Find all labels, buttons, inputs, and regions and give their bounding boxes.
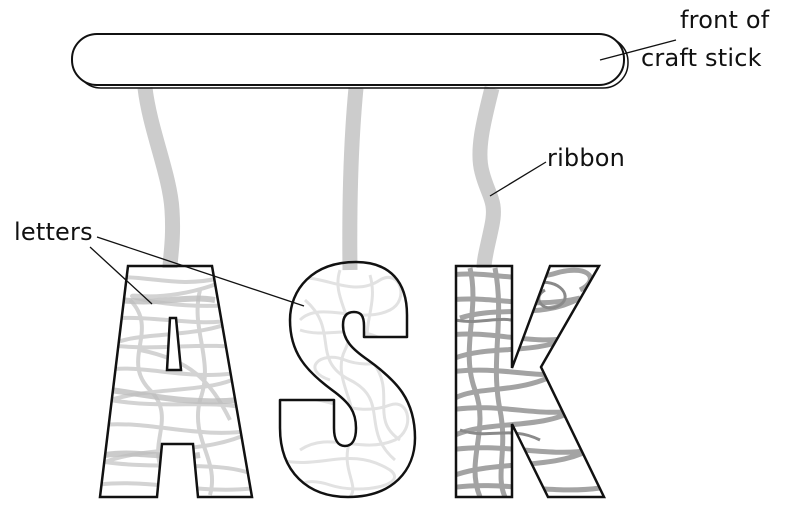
label-letters: letters: [14, 218, 93, 246]
letter-s: [280, 262, 415, 497]
label-front-of: front of: [680, 6, 769, 34]
craft-stick: [72, 34, 628, 88]
ribbon-left: [145, 88, 173, 268]
label-craft-stick: craft stick: [641, 44, 762, 72]
leader-ribbon: [490, 162, 546, 196]
letter-a: [90, 266, 255, 497]
ribbon-right: [480, 88, 494, 268]
leader-letters-a: [90, 247, 152, 304]
ribbons: [145, 88, 493, 270]
letter-k: [450, 266, 604, 497]
ribbon-middle: [350, 88, 356, 270]
label-ribbon: ribbon: [547, 144, 625, 172]
